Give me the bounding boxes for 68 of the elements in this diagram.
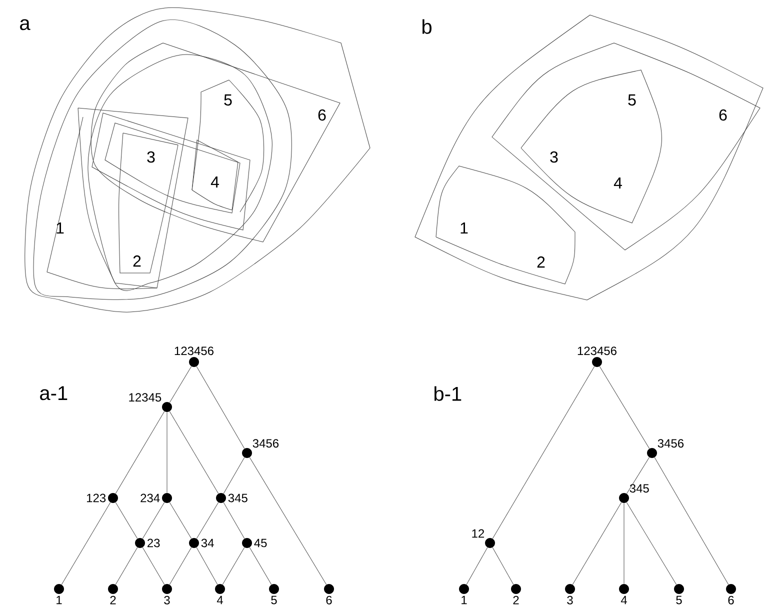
tree-edge	[223, 502, 245, 539]
region-number: 6	[719, 109, 727, 121]
tree-edge	[626, 502, 677, 585]
region-number: 5	[628, 94, 636, 106]
node-label: 1	[462, 596, 467, 604]
region-number: 4	[614, 178, 622, 188]
node-label: 3456	[658, 439, 684, 448]
tree-edge	[654, 457, 729, 585]
tree-edge	[599, 366, 650, 449]
node-label: 5	[271, 596, 277, 604]
node-label: 234	[140, 494, 160, 502]
node-label: 2	[110, 596, 116, 604]
node-label: 3456	[252, 439, 279, 448]
tree-edge	[249, 547, 272, 585]
node-label: 3	[164, 596, 170, 604]
tree-edge	[115, 502, 138, 539]
node-label: 4	[620, 596, 627, 604]
tree-edge	[115, 411, 165, 494]
tree-edge	[572, 502, 622, 585]
node-label: 6	[728, 596, 734, 604]
panel-label: a	[20, 19, 30, 30]
region-number: 6	[318, 109, 326, 121]
region-number: 2	[133, 255, 141, 267]
node-label: 45	[254, 538, 267, 548]
tree-edge	[169, 547, 192, 585]
tree-edge	[222, 547, 245, 585]
node-label: 4	[216, 596, 223, 604]
node-label: 1	[56, 596, 62, 604]
tree-edge	[492, 366, 595, 539]
tree-edge	[115, 547, 138, 585]
tree-edge	[169, 411, 219, 494]
tree-edge	[466, 547, 488, 585]
tree-edge	[223, 457, 245, 494]
tree-edge	[626, 457, 650, 494]
tree-edge	[142, 502, 165, 539]
tree-edge	[196, 547, 218, 585]
region-number: 5	[224, 94, 232, 106]
node-label: 123456	[174, 346, 214, 356]
node-label: 6	[326, 596, 332, 604]
panel-label: b-1	[434, 386, 462, 401]
node-label: 12	[472, 529, 484, 538]
tree-edge	[169, 502, 192, 539]
tree-edge	[249, 457, 327, 585]
tree-edge	[492, 547, 514, 585]
node-label: 3	[567, 596, 573, 604]
tree-edge	[196, 502, 219, 539]
region-number: 4	[210, 176, 219, 188]
region-number: 2	[537, 256, 545, 268]
tree-edge	[142, 547, 165, 585]
region-number: 3	[147, 151, 155, 163]
node-label: 12345	[129, 393, 162, 402]
node-label: 34	[201, 538, 214, 548]
panel-label: a-1	[40, 386, 68, 400]
node-label: 345	[228, 494, 248, 502]
node-label: 345	[630, 484, 649, 493]
node-label: 5	[676, 596, 682, 604]
node-label: 2	[513, 596, 519, 604]
node-label: 123	[87, 494, 106, 502]
region-number: 1	[460, 222, 468, 234]
node-label: 23	[148, 538, 160, 548]
tree-edge	[196, 366, 245, 449]
tree-edge	[169, 366, 192, 403]
region-number: 3	[550, 151, 558, 163]
tree-edge	[61, 502, 111, 585]
tree-edge	[166, 412, 168, 494]
node-label: 123456	[578, 346, 616, 356]
panel-label: b	[422, 19, 432, 34]
region-number: 1	[56, 222, 64, 234]
